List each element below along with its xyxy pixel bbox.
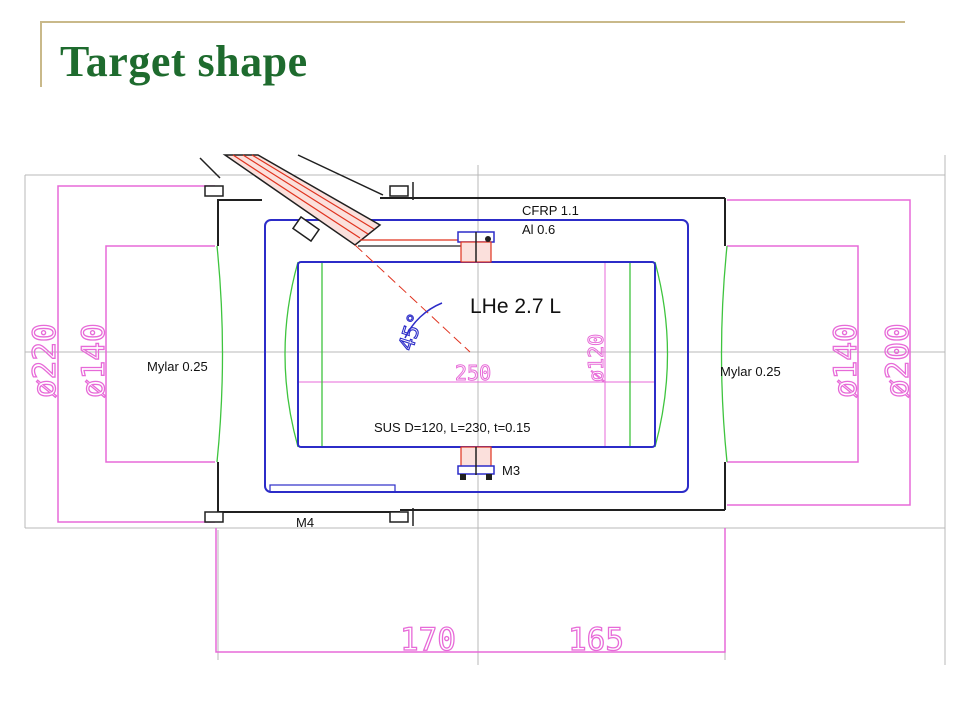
top-valve xyxy=(457,231,495,263)
mylar-left-label: Mylar 0.25 xyxy=(147,359,208,374)
lhe-label: LHe 2.7 L xyxy=(470,295,561,318)
outer-chamber xyxy=(204,182,726,526)
cfrp-label: CFRP 1.1 xyxy=(522,203,579,218)
sus-label: SUS D=120, L=230, t=0.15 xyxy=(374,420,530,435)
bottom-valve xyxy=(457,446,495,480)
m3-label: M3 xyxy=(502,463,520,478)
dim-200: ø200 xyxy=(880,323,916,398)
al-label: Al 0.6 xyxy=(522,222,555,237)
angle-arc xyxy=(404,302,443,339)
feed-pipe xyxy=(199,154,471,353)
dim-165: 165 xyxy=(568,622,624,658)
m4-label: M4 xyxy=(296,515,314,530)
page-title: Target shape xyxy=(60,37,308,86)
dim-220: ø220 xyxy=(27,323,63,398)
title-rule xyxy=(40,21,905,23)
mylar-windows xyxy=(216,245,728,463)
dim-250: 250 xyxy=(455,361,491,385)
dim-170: 170 xyxy=(400,622,456,658)
mylar-right-label: Mylar 0.25 xyxy=(720,364,781,379)
title-rule-vertical xyxy=(40,21,42,87)
dim-140-right: ø140 xyxy=(828,323,864,398)
angle-label: 45° xyxy=(394,310,429,353)
dim-120: ø120 xyxy=(584,334,608,382)
dim-140-left: ø140 xyxy=(76,323,112,398)
dimension-lines xyxy=(57,185,911,653)
